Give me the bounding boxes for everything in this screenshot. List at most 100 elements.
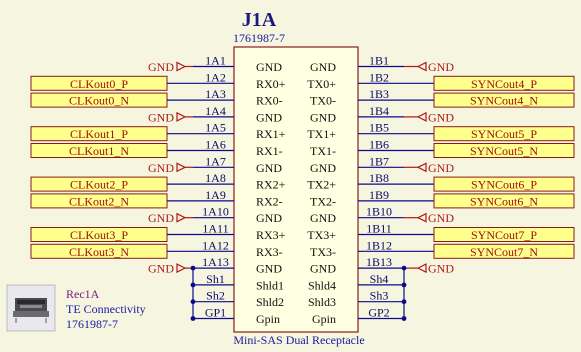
net-label-clkout3-n[interactable]: CLKout3_N	[30, 243, 193, 259]
ref-part-number: 1761987-7	[66, 317, 118, 331]
pin-number: 1A10	[202, 205, 229, 219]
pin-number: Sh2	[206, 289, 225, 303]
pin-number: 1A1	[205, 54, 226, 68]
gnd-label: GND	[148, 110, 174, 124]
junction-dot	[190, 282, 196, 288]
net-label-text: SYNCout7_N	[470, 245, 538, 259]
net-label-clkout0-n[interactable]: CLKout0_N	[30, 92, 193, 108]
gnd-symbol: GND	[404, 110, 454, 124]
pin-name: GND	[310, 161, 336, 175]
junction-dot	[190, 316, 196, 321]
gnd-label: GND	[148, 161, 174, 175]
pin-number: 1B6	[369, 138, 389, 152]
net-label-clkout2-p[interactable]: CLKout2_P	[30, 176, 193, 192]
connector-photo-icon	[6, 284, 56, 332]
gnd-symbol: GND	[404, 60, 454, 74]
net-label-syncout6-n[interactable]: SYNCout6_N	[404, 193, 575, 209]
pin-name: Shld2	[256, 295, 284, 309]
gnd-label: GND	[428, 60, 454, 74]
net-label-clkout2-n[interactable]: CLKout2_N	[30, 193, 193, 209]
net-label-text: SYNCout5_N	[470, 144, 538, 158]
pin-name: Gpin	[256, 312, 280, 326]
pin-name: RX3+	[256, 228, 286, 242]
pin-name: RX3-	[256, 245, 283, 259]
net-label-text: CLKout3_N	[69, 245, 129, 259]
net-label-text: CLKout2_N	[69, 194, 129, 208]
pin-number: 1A2	[205, 70, 226, 84]
pin-name: GND	[310, 211, 336, 225]
pin-number: GP1	[205, 306, 226, 320]
net-label-text: SYNCout6_N	[470, 194, 538, 208]
pin-name: RX2-	[256, 194, 283, 208]
pin-name: TX2+	[307, 178, 336, 192]
net-label-text: CLKout1_P	[70, 127, 128, 141]
pin-name: TX1-	[310, 144, 336, 158]
net-label-text: SYNCout6_P	[471, 178, 537, 192]
pin-name: GND	[256, 262, 282, 276]
pin-name: GND	[256, 110, 282, 124]
gnd-symbol: GND	[148, 60, 193, 74]
ref-vendor: TE Connectivity	[66, 302, 146, 316]
junction-dot	[401, 299, 407, 305]
net-label-clkout0-p[interactable]: CLKout0_P	[30, 75, 193, 91]
pin-number: 1B13	[366, 255, 392, 269]
net-label-syncout6-p[interactable]: SYNCout6_P	[404, 176, 575, 192]
pin-name: GND	[310, 262, 336, 276]
ref-designator: Rec1A	[66, 287, 100, 301]
pin-number: 1B8	[369, 171, 389, 185]
pin-name: TX2-	[310, 194, 336, 208]
connector-footer-label: Mini-SAS Dual Receptacle	[233, 333, 364, 347]
pin-name: GND	[310, 110, 336, 124]
net-label-text: CLKout0_N	[69, 94, 129, 108]
pin-number: 1A11	[202, 222, 228, 236]
gnd-symbol: GND	[404, 211, 454, 225]
net-label-clkout1-n[interactable]: CLKout1_N	[30, 143, 193, 159]
pin-name: TX1+	[307, 127, 336, 141]
pin-number: 1A5	[205, 121, 226, 135]
gnd-label: GND	[148, 211, 174, 225]
pin-number: 1A7	[205, 154, 226, 168]
pin-number: 1B9	[369, 188, 389, 202]
gnd-label: GND	[428, 161, 454, 175]
pin-number: Sh1	[206, 272, 225, 286]
pin-name: TX0+	[307, 77, 336, 91]
pin-name: Gpin	[312, 312, 336, 326]
net-label-syncout7-n[interactable]: SYNCout7_N	[404, 243, 575, 259]
pin-name: Shld3	[308, 295, 336, 309]
net-label-text: CLKout0_P	[70, 77, 128, 91]
net-label-syncout5-p[interactable]: SYNCout5_P	[404, 126, 575, 142]
pin-number: 1B10	[366, 205, 392, 219]
pin-number: 1A3	[205, 87, 226, 101]
net-label-text: SYNCout4_N	[470, 94, 538, 108]
pin-number: 1B7	[369, 154, 389, 168]
net-label-syncout4-p[interactable]: SYNCout4_P	[404, 75, 575, 91]
net-label-clkout1-p[interactable]: CLKout1_P	[30, 126, 193, 142]
junction-dot	[190, 299, 196, 305]
junction-dot	[190, 265, 196, 271]
net-label-text: CLKout1_N	[69, 144, 129, 158]
net-label-clkout3-p[interactable]: CLKout3_P	[30, 227, 193, 243]
gnd-symbol: GND	[148, 110, 193, 124]
connector-body[interactable]	[233, 46, 359, 333]
net-label-text: SYNCout5_P	[471, 127, 537, 141]
pin-number: 1A6	[205, 138, 226, 152]
pin-number: Sh4	[370, 272, 389, 286]
net-label-text: SYNCout7_P	[471, 228, 537, 242]
net-label-syncout7-p[interactable]: SYNCout7_P	[404, 227, 575, 243]
pin-number: 1A4	[205, 104, 226, 118]
pin-name: TX0-	[310, 94, 336, 108]
pin-number: 1A12	[202, 238, 229, 252]
net-label-syncout4-n[interactable]: SYNCout4_N	[404, 92, 575, 108]
pin-name: TX3-	[310, 245, 336, 259]
pin-number: 1A13	[202, 255, 229, 269]
pin-number: GP2	[368, 306, 389, 320]
pin-name: RX1+	[256, 127, 286, 141]
pin-name: Shld1	[256, 278, 284, 292]
gnd-symbol: GND	[404, 262, 454, 276]
net-label-syncout5-n[interactable]: SYNCout5_N	[404, 143, 575, 159]
pin-name: RX0-	[256, 94, 283, 108]
gnd-label: GND	[148, 60, 174, 74]
pin-number: 1B2	[369, 70, 389, 84]
